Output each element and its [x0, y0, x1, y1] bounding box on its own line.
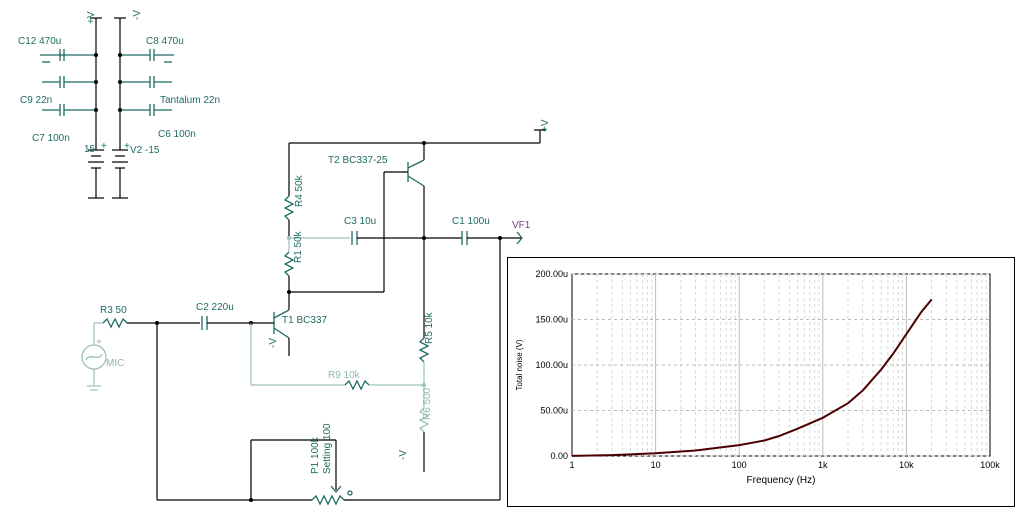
t1-minus-v-label: -V [268, 338, 279, 348]
amplifier: +V T2 BC337-25 R4 50k C3 10u C1 100u [81, 119, 551, 506]
v2-plus: + [124, 141, 130, 152]
c8-label: C8 470u [146, 36, 184, 47]
cap-c12 [40, 49, 96, 63]
y-tick-label: 200.00u [535, 269, 568, 279]
cap-c6 [120, 104, 172, 116]
c6-label: C6 100n [158, 129, 196, 140]
mic-label: MIC [106, 358, 124, 369]
battery-v1 [88, 140, 104, 199]
cap-c9-top [42, 76, 96, 88]
y-tick-label: 50.00u [540, 406, 568, 416]
x-tick-label: 1k [818, 460, 828, 470]
transistor-t2 [383, 143, 425, 292]
chart-series [571, 298, 933, 457]
cap-c7 [42, 104, 96, 116]
x-tick-label: 100 [732, 460, 747, 470]
r1-label: R1 50k [293, 230, 304, 263]
x-tick-label: 1 [569, 460, 574, 470]
minus-v-label: -V [132, 10, 143, 20]
x-tick-label: 10 [651, 460, 661, 470]
cap-tantalum [120, 76, 172, 88]
r5-label: R5 10k [424, 311, 435, 344]
mic-plus: + [96, 337, 102, 348]
chart-ticks: 0.00 50.00u 100.00u 150.00u 200.00u 1 10 100 1k 1… [535, 269, 1000, 470]
r9-label: R9 10k [328, 370, 361, 381]
v1-plus: + [101, 141, 107, 152]
x-tick-label: 10k [899, 460, 914, 470]
p1-setting-label: Setting 100 [322, 423, 333, 474]
x-axis-label: Frequency (Hz) [747, 475, 816, 486]
v2-label: V2 -15 [130, 145, 160, 156]
c7-label: C7 100n [32, 133, 70, 144]
c1-label: C1 100u [452, 216, 490, 227]
plus-v-rail-label: +V [540, 119, 551, 132]
y-tick-label: 0.00 [550, 451, 568, 461]
r4-label: R4 50k [294, 174, 305, 207]
vf1-label: VF1 [512, 220, 531, 231]
cap-c8 [120, 49, 174, 63]
c9-label: C9 22n [20, 95, 52, 106]
noise-plot-panel: 0.00 50.00u 100.00u 150.00u 200.00u 1 10 100 1k 1… [507, 257, 1015, 507]
r6-minus-v-label: -V [398, 450, 409, 460]
power-supply: +V -V [18, 10, 220, 199]
tantalum-label: Tantalum 22n [160, 95, 220, 106]
v1-label: 15 [84, 144, 96, 155]
c3-label: C3 10u [344, 216, 376, 227]
t1-label: T1 BC337 [282, 315, 327, 326]
y-axis-label: Total noise (V) [515, 339, 524, 390]
p1-label: P1 100k [310, 436, 321, 474]
r3-label: R3 50 [100, 305, 127, 316]
y-tick-label: 150.00u [535, 315, 568, 325]
c2-label: C2 220u [196, 302, 234, 313]
chart-grid [571, 273, 991, 457]
noise-chart: 0.00 50.00u 100.00u 150.00u 200.00u 1 10 100 1k 1… [515, 269, 1000, 486]
battery-v2 [112, 140, 128, 199]
x-tick-label: 100k [980, 460, 1000, 470]
noise-series-line [571, 298, 933, 457]
mic-source [81, 344, 107, 391]
y-tick-label: 100.00u [535, 360, 568, 370]
c12-label: C12 470u [18, 36, 61, 47]
r6-label: R6 500 [422, 387, 433, 420]
t2-label: T2 BC337-25 [328, 155, 388, 166]
